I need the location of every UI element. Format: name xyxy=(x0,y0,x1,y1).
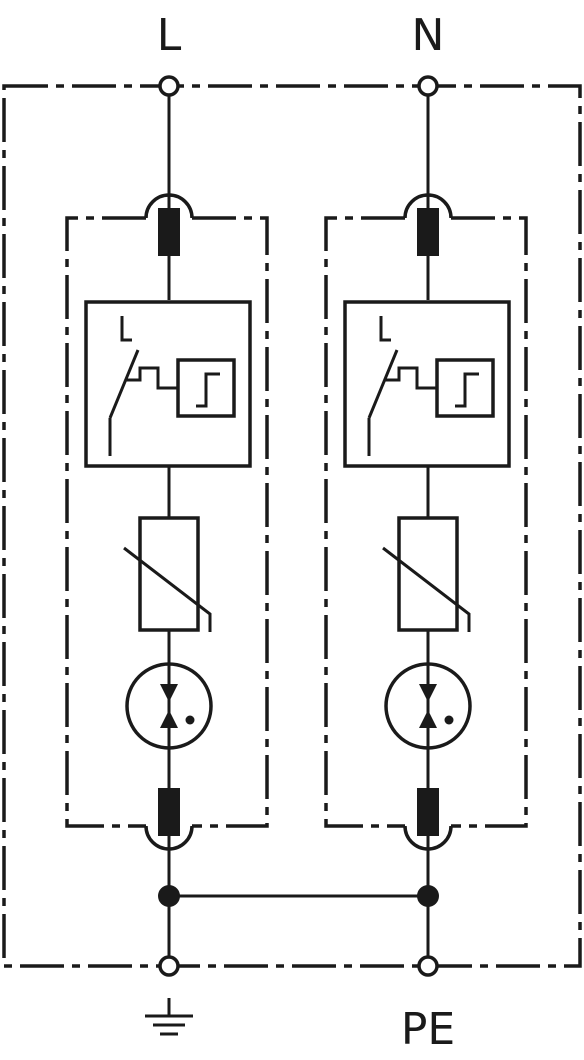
module-enclosure xyxy=(324,216,405,828)
fuse-icon xyxy=(158,208,180,256)
terminal-circle-n xyxy=(417,75,439,97)
terminal-label-pe: PE xyxy=(401,1004,455,1055)
status-indicator-icon xyxy=(367,316,495,456)
ground-icon xyxy=(145,998,193,1036)
outer-enclosure xyxy=(2,84,582,968)
protection-module-right xyxy=(324,75,528,966)
terminal-circle-l xyxy=(158,75,180,97)
fuse-icon xyxy=(417,208,439,256)
varistor-icon xyxy=(138,516,200,632)
terminal-circle-ground xyxy=(158,955,180,977)
protection-module-left xyxy=(65,75,269,966)
thermal-disconnector-icon xyxy=(84,300,252,468)
junction-dot-left xyxy=(158,885,180,907)
module-enclosure xyxy=(65,216,146,828)
gas-discharge-tube-icon xyxy=(125,662,213,750)
fuse-icon xyxy=(158,788,180,836)
terminal-circle-pe xyxy=(417,955,439,977)
thermal-disconnector-icon xyxy=(343,300,511,468)
junction-dot-right xyxy=(417,885,439,907)
gas-discharge-tube-icon xyxy=(384,662,472,750)
terminal-label-l: L xyxy=(157,10,182,61)
terminal-label-n: N xyxy=(412,10,445,61)
status-indicator-icon xyxy=(108,316,236,456)
varistor-icon xyxy=(397,516,459,632)
fuse-icon xyxy=(417,788,439,836)
